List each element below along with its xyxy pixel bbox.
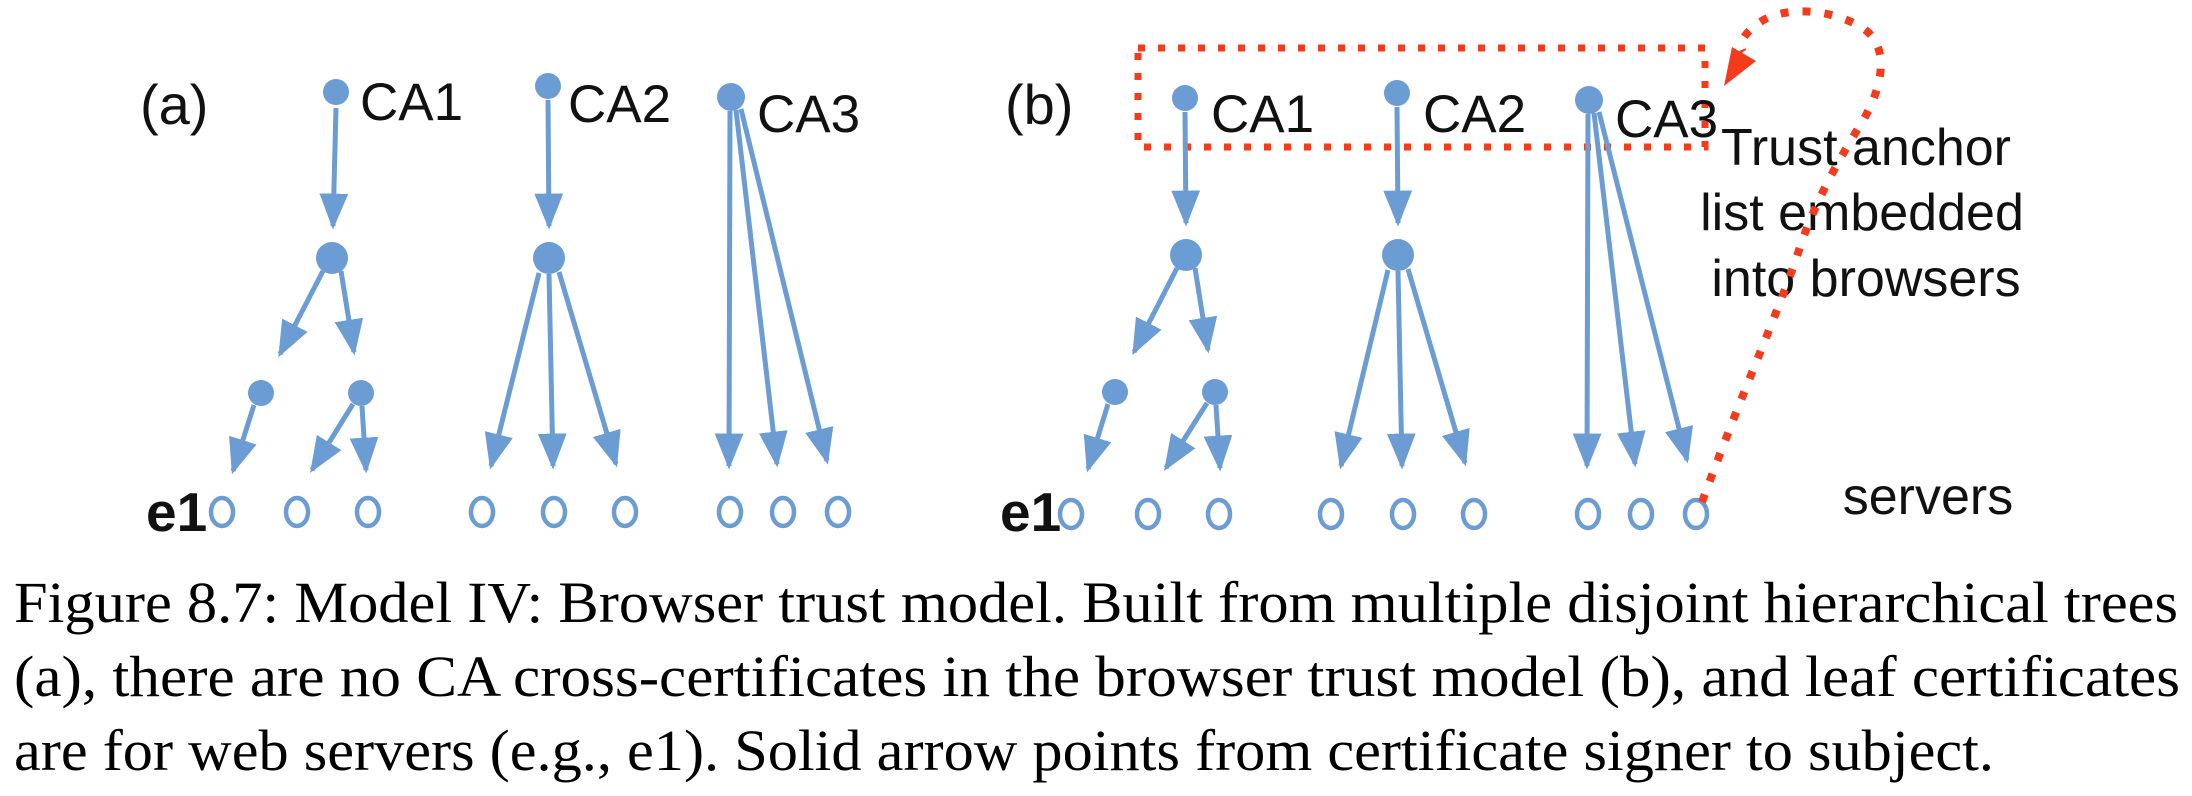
caption-line-2: (a), there are no CA cross-certificates … — [14, 644, 2180, 709]
root-node — [1575, 86, 1603, 114]
edge — [1596, 111, 1694, 464]
edge — [556, 271, 621, 468]
tree-a-ca2: CA2 — [468, 73, 671, 529]
edge — [1083, 403, 1112, 473]
edge — [1405, 268, 1470, 467]
edge — [277, 269, 326, 358]
trust-anchor-arrow-curve — [1698, 7, 1885, 504]
edge — [1203, 404, 1233, 472]
leaf-node — [540, 495, 568, 529]
intermediate-node — [1202, 379, 1228, 405]
leaf-node — [716, 495, 744, 529]
tree-a-ca1: CA1 — [208, 73, 463, 529]
leaf-node — [283, 495, 311, 529]
leaf-node — [1574, 497, 1602, 531]
intermediate-node — [1382, 239, 1414, 271]
trust-note-line-1: Trust anchor — [1721, 119, 2011, 177]
leaf-node — [1389, 497, 1417, 531]
tree-b-ca3: CA3 — [1572, 86, 1718, 531]
caption-line-1: Figure 8.7: Model IV: Browser trust mode… — [14, 570, 2178, 635]
tree-b-ca1: CA1 — [1057, 85, 1314, 531]
edge — [738, 108, 834, 465]
leaf-node — [1057, 497, 1085, 531]
trust-note-line-3: into browsers — [1711, 250, 2020, 308]
servers-label: servers — [1843, 468, 2013, 526]
edge — [334, 270, 364, 356]
edge — [733, 109, 788, 468]
leaf-node — [1682, 497, 1710, 531]
intermediate-node — [348, 380, 374, 406]
leaf-node — [1205, 497, 1233, 531]
trust-note-line-2: list embedded — [1700, 184, 2024, 242]
edge — [229, 404, 257, 475]
intermediate-node — [1102, 379, 1128, 405]
root-node — [717, 83, 745, 111]
ca3-a-label: CA3 — [757, 85, 860, 144]
edge — [1572, 113, 1602, 470]
leaf-node — [1134, 497, 1162, 531]
leaf-node — [208, 495, 236, 529]
edge — [1188, 267, 1218, 354]
root-node — [535, 73, 561, 99]
edge — [484, 272, 542, 470]
trust-anchor-arrowhead-icon — [1724, 47, 1756, 86]
e1-label-b: e1 — [1000, 481, 1061, 543]
intermediate-node — [316, 242, 348, 274]
edge — [309, 402, 356, 474]
edge — [1591, 112, 1646, 468]
edge — [1131, 266, 1180, 356]
edge — [349, 405, 379, 474]
edge — [537, 273, 567, 470]
edge — [319, 107, 349, 230]
ca2-b-label: CA2 — [1423, 85, 1526, 144]
root-node — [1172, 85, 1198, 111]
edge — [1383, 106, 1413, 227]
panel-b-label: (b) — [1005, 73, 1073, 136]
edge — [1171, 111, 1201, 227]
leaf-node — [769, 495, 797, 529]
ca1-b-label: CA1 — [1211, 85, 1314, 144]
leaf-node — [611, 495, 639, 529]
edge — [714, 110, 744, 470]
trust-anchor-note: Trust anchor list embedded into browsers — [1700, 119, 2024, 308]
intermediate-node — [1170, 239, 1202, 271]
edge — [1163, 401, 1210, 472]
leaf-node — [354, 495, 382, 529]
panel-a: (a) CA1 — [140, 73, 860, 543]
panel-a-label: (a) — [140, 73, 208, 136]
panel-b: (b) CA1 — [1000, 7, 2024, 543]
e1-label-a: e1 — [146, 481, 207, 543]
ca2-a-label: CA2 — [568, 75, 671, 134]
leaf-node — [1317, 497, 1345, 531]
tree-b-ca2: CA2 — [1317, 80, 1526, 531]
tree-a-ca3: CA3 — [714, 83, 860, 529]
figure-caption: Figure 8.7: Model IV: Browser trust mode… — [14, 570, 2180, 783]
trust-anchor-box — [1134, 44, 1709, 151]
caption-line-3: are for web servers (e.g., e1). Solid ar… — [14, 718, 1994, 783]
leaf-node — [1627, 497, 1655, 531]
edge — [1386, 270, 1416, 470]
intermediate-node — [248, 380, 274, 406]
root-node — [1384, 80, 1410, 106]
leaf-node — [1460, 497, 1488, 531]
intermediate-node — [533, 242, 565, 274]
leaf-node — [824, 495, 852, 529]
ca1-a-label: CA1 — [360, 73, 463, 132]
edge — [534, 99, 564, 230]
edge — [1334, 269, 1391, 470]
leaf-node — [468, 495, 496, 529]
root-node — [323, 79, 349, 105]
ca3-b-label: CA3 — [1615, 90, 1718, 149]
